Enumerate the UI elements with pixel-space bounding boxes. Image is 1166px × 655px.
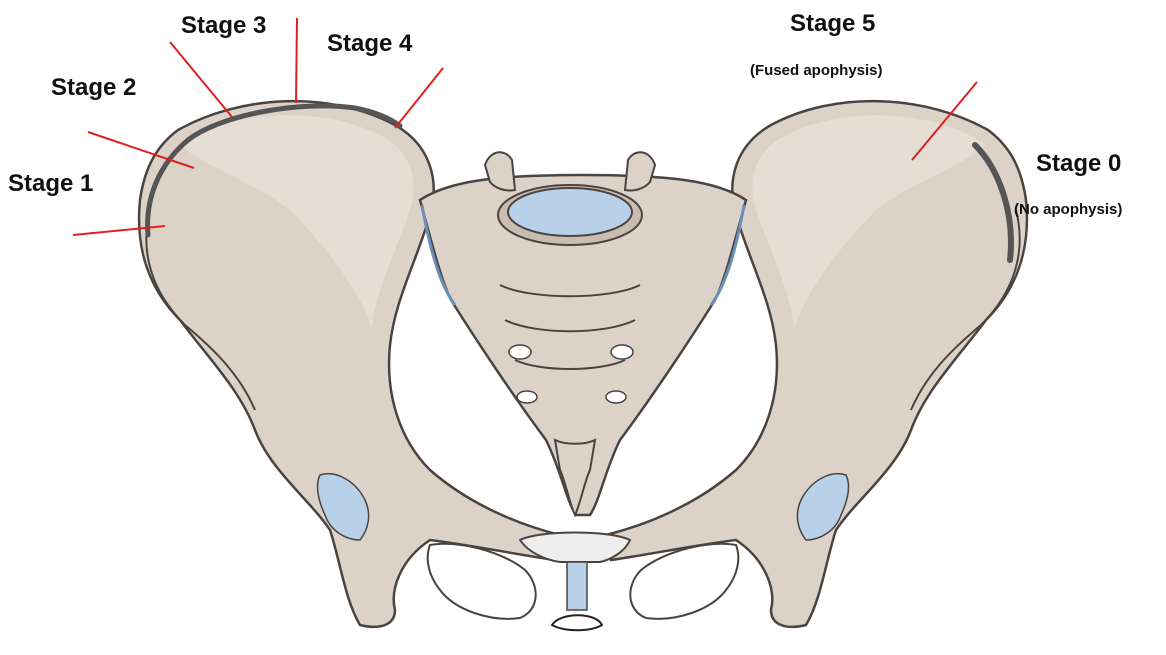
symphysis-disc bbox=[518, 531, 632, 563]
stage3-leader-line bbox=[169, 41, 233, 118]
s1-disc-surface bbox=[507, 187, 633, 237]
pubic-symphysis bbox=[518, 531, 632, 632]
stage2-leader-line bbox=[87, 131, 195, 169]
stage4-leader-line bbox=[394, 67, 444, 129]
sacral-ridge-2 bbox=[504, 319, 636, 333]
sacral-foramen bbox=[610, 344, 634, 360]
sacrum bbox=[418, 151, 748, 518]
stage-3-label: Stage 3 bbox=[181, 12, 267, 39]
stage-4-label: Stage 4 bbox=[327, 30, 413, 57]
left-iliac-fossa bbox=[180, 115, 414, 330]
right-hip-bone bbox=[604, 99, 1029, 629]
left-articular-process bbox=[483, 151, 517, 192]
stage5-leader-line bbox=[911, 81, 978, 161]
sacral-foramen bbox=[605, 390, 627, 404]
pubic-arch bbox=[550, 614, 604, 632]
sacral-foramen bbox=[508, 344, 532, 360]
left-iliac-apophysis bbox=[145, 103, 403, 238]
right-iliac-apophysis bbox=[972, 142, 1014, 263]
sacral-ridge-1 bbox=[499, 284, 641, 298]
stage-5-note: (Fused apophysis) bbox=[750, 62, 883, 79]
stage-5-label: Stage 5 bbox=[790, 10, 876, 37]
left-hip-bone bbox=[137, 99, 562, 629]
right-ilium-contour bbox=[910, 209, 1021, 411]
left-sacroiliac-joint bbox=[420, 204, 457, 306]
right-obturator-foramen bbox=[629, 542, 740, 620]
stage-2-label: Stage 2 bbox=[51, 74, 137, 101]
right-sacroiliac-joint bbox=[709, 204, 746, 306]
leader-lines bbox=[72, 17, 978, 236]
stage-1-label: Stage 1 bbox=[8, 170, 94, 197]
coccyx bbox=[553, 438, 597, 518]
stage-0-note: (No apophysis) bbox=[1014, 201, 1123, 218]
left-obturator-foramen bbox=[426, 542, 537, 620]
sacrum-body bbox=[418, 173, 748, 517]
left-acetabulum-cartilage bbox=[316, 473, 370, 541]
symphysis-cartilage bbox=[566, 561, 588, 611]
right-articular-process bbox=[623, 151, 657, 192]
stage-0-label: Stage 0 bbox=[1036, 150, 1122, 177]
stage1-leader-line bbox=[72, 225, 166, 236]
left-ilium-contour bbox=[145, 209, 256, 411]
right-acetabulum-cartilage bbox=[796, 473, 850, 541]
sacral-ridge-3 bbox=[514, 359, 626, 370]
stage3b-leader-line bbox=[295, 17, 298, 104]
sacral-foramen bbox=[516, 390, 538, 404]
right-iliac-fossa bbox=[752, 115, 986, 330]
